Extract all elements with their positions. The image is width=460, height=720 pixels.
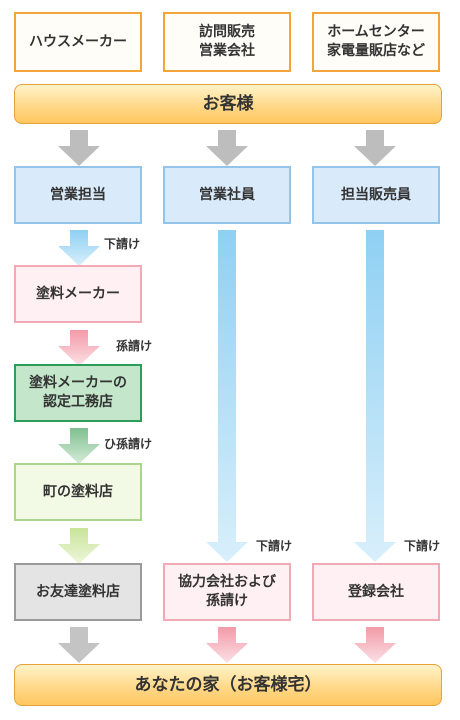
label-subcontract: 下請け xyxy=(104,237,141,251)
source-door-to-door-sales: 訪問販売 営業会社 xyxy=(163,12,291,72)
label-middle-subcontract: 下請け xyxy=(256,539,293,553)
arrow-down-icon xyxy=(206,130,248,166)
label-right-subcontract: 下請け xyxy=(404,539,441,553)
label-sub-sub-subcontract: ひ孫請け xyxy=(104,437,153,451)
label-sub-subcontract: 孫請け xyxy=(116,339,153,353)
certified-contractor-box: 塗料メーカーの 認定工務店 xyxy=(14,364,142,422)
customer-band: お客様 xyxy=(14,84,442,124)
source-house-maker: ハウスメーカー xyxy=(14,12,142,72)
friend-paint-shop-box: お友達塗料店 xyxy=(14,563,142,621)
arrow-down-icon xyxy=(58,428,100,464)
arrow-down-icon xyxy=(354,130,396,166)
contact-store-clerk: 担当販売員 xyxy=(312,166,440,224)
registered-company-box: 登録会社 xyxy=(312,563,440,621)
arrow-down-icon xyxy=(58,528,100,564)
arrow-down-icon xyxy=(58,230,100,266)
paint-maker-box: 塗料メーカー xyxy=(14,265,142,323)
long-arrow-down-icon xyxy=(206,230,248,562)
arrow-down-icon xyxy=(58,330,100,366)
long-arrow-down-icon xyxy=(354,230,396,562)
contact-sales-staff: 営業社員 xyxy=(163,166,291,224)
contact-sales-rep: 営業担当 xyxy=(14,166,142,224)
arrow-down-icon xyxy=(58,130,100,166)
arrow-down-icon xyxy=(354,627,396,663)
source-home-center: ホームセンター 家電量販店など xyxy=(312,12,440,72)
partner-company-box: 協力会社および 孫請け xyxy=(163,563,291,621)
local-paint-shop-box: 町の塗料店 xyxy=(14,463,142,521)
destination-band: あなたの家（お客様宅） xyxy=(14,664,442,706)
arrow-down-icon xyxy=(58,627,100,663)
arrow-down-icon xyxy=(206,627,248,663)
